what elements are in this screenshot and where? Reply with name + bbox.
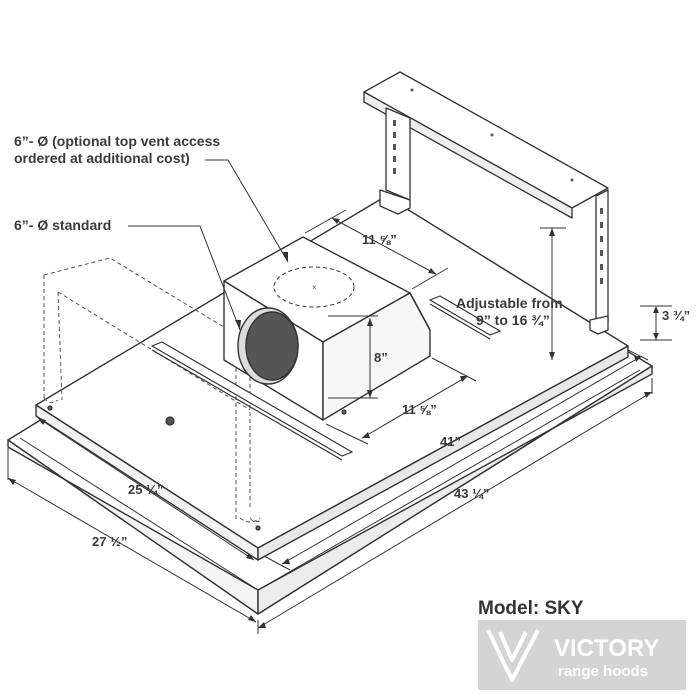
brand-name: VICTORY — [554, 635, 659, 662]
dim-outer-length: 43 ¼” — [454, 486, 489, 501]
dim-box-height: 8” — [374, 350, 388, 365]
dim-inner-length: 41” — [440, 434, 461, 449]
svg-text:×: × — [312, 283, 317, 292]
top-vent-callout-line1: 6”- Ø (optional top vent access — [14, 133, 220, 149]
mounting-hole-icon — [165, 416, 175, 426]
mounting-rails — [47, 295, 502, 531]
standard-duct-opening-icon — [245, 311, 299, 381]
rail-right — [428, 295, 502, 336]
upper-bracket — [363, 71, 609, 335]
dim-outer-width: 27 ½” — [92, 534, 127, 549]
top-plate-side-right — [257, 345, 629, 561]
standard-vent-callout: 6”- Ø standard — [14, 217, 111, 233]
vent-box-right — [322, 292, 431, 421]
dimension-arrows — [8, 218, 659, 628]
adjustable-callout-line1: Adjustable from — [456, 295, 563, 311]
callout-labels: 6”- Ø (optional top vent access ordered … — [14, 133, 563, 328]
dimension-labels: 11 ⅝” 8” 11 ⅝” 41” 25 ¼” 43 ¼” 27 ½” 3 ¾… — [92, 232, 690, 549]
brand-tagline: range hoods — [558, 663, 648, 680]
dim-box-width: 11 ⅝” — [402, 402, 437, 417]
bracket-left-post — [385, 107, 411, 201]
flange-front-right — [257, 365, 653, 615]
flange-inner-edge — [19, 369, 641, 591]
dim-box-depth: 11 ⅝” — [362, 232, 397, 247]
brand-logo: VICTORY range hoods — [478, 620, 686, 690]
dimension-lines — [7, 159, 672, 634]
dim-inner-width: 25 ¼” — [128, 482, 163, 497]
dim-body-height: 3 ¾” — [662, 308, 690, 323]
rail-left — [150, 341, 354, 457]
top-vent-callout-line2: ordered at additional cost) — [14, 150, 190, 166]
optional-top-vent-icon — [273, 266, 355, 308]
brand-v-mark-icon — [486, 629, 540, 682]
model-label: Model: SKY — [478, 598, 584, 619]
adjustable-callout-line2: 9” to 16 ¾” — [476, 312, 550, 328]
